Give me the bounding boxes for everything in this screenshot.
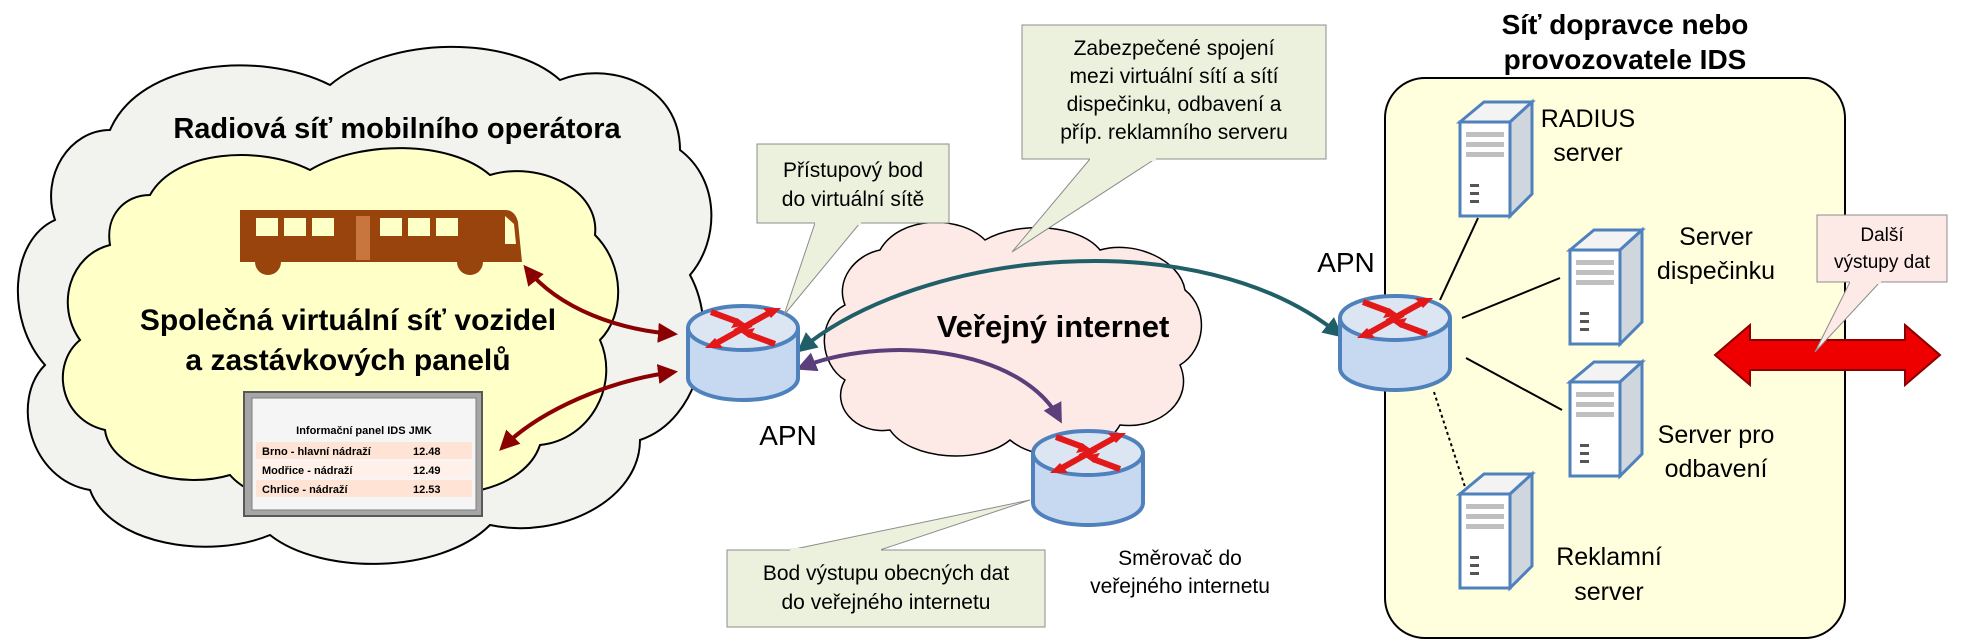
- router-internet-icon: [1033, 431, 1143, 525]
- link-dispatch: [1461, 277, 1561, 319]
- bus-router-arrow: [523, 264, 678, 343]
- more-outputs-callout-line2: výstupy dat: [1834, 252, 1931, 273]
- dispatch-server-icon: [1568, 228, 1644, 346]
- link-ticketing: [1465, 357, 1563, 411]
- secure-connection-callout-line2: mezi virtuální sítí a sítí: [1070, 65, 1279, 88]
- virtual-network-title-line2: a zastávkových panelů: [185, 344, 510, 377]
- virtual-network-title-line1: Společná virtuální síť vozidel: [140, 304, 556, 337]
- ticketing-server-label-line2: odbavení: [1665, 455, 1768, 483]
- carrier-network-title-line2: provozovatele IDS: [1504, 44, 1747, 75]
- secure-connection-callout-line1: Zabezpečené spojení: [1074, 37, 1275, 60]
- exit-point-callout: Bod výstupu obecných dat do veřejného in…: [726, 499, 1046, 628]
- radius-server-label-line1: RADIUS: [1541, 105, 1635, 133]
- internet-exit-arrow: [796, 348, 1062, 424]
- internet-title: Veřejný internet: [937, 309, 1170, 344]
- router-right-icon: [1340, 296, 1450, 390]
- secure-connection-arrow: [796, 259, 1344, 353]
- ticketing-server-label-line1: Server pro: [1658, 421, 1775, 449]
- secure-connection-callout-line3: dispečinku, odbavení a: [1067, 93, 1282, 116]
- radius-server-label-line2: server: [1553, 139, 1622, 167]
- link-advertising: [1433, 391, 1467, 491]
- secure-connection-callout-line4: příp. reklamního serveru: [1060, 121, 1288, 144]
- advertising-server-icon: [1458, 472, 1534, 590]
- bus-icon: [240, 210, 522, 275]
- more-outputs-callout: Další výstupy dat: [1814, 214, 1948, 353]
- info-panel-row-time: 12.48: [413, 446, 441, 458]
- dispatch-server-label-line1: Server: [1679, 223, 1753, 251]
- router-left-label: APN: [759, 420, 817, 451]
- info-panel-row-time: 12.49: [413, 465, 441, 477]
- info-panel-row-station: Modřice - nádraží: [262, 465, 353, 477]
- exit-point-callout-line1: Bod výstupu obecných dat: [763, 562, 1009, 585]
- radius-server-icon: [1458, 100, 1534, 218]
- secure-connection-callout: Zabezpečené spojení mezi virtuální sítí …: [1011, 24, 1327, 253]
- dispatch-server-label-line2: dispečinku: [1657, 257, 1775, 285]
- info-panel-row-time: 12.53: [413, 484, 441, 496]
- more-outputs-callout-line1: Další: [1860, 225, 1904, 246]
- router-internet-label-line1: Směrovač do: [1118, 547, 1242, 570]
- access-point-callout-line1: Přístupový bod: [783, 159, 923, 182]
- exit-point-callout-line2: do veřejného internetu: [782, 591, 991, 614]
- data-output-arrow: [1713, 322, 1942, 388]
- router-internet-label-line2: veřejného internetu: [1090, 575, 1270, 598]
- router-right-label: APN: [1317, 247, 1375, 278]
- advertising-server-label-line2: server: [1574, 578, 1643, 606]
- info-panel-row-station: Brno - hlavní nádraží: [262, 446, 372, 458]
- advertising-server-label-line1: Reklamní: [1556, 543, 1662, 571]
- access-point-callout-line2: do virtuální sítě: [782, 188, 924, 211]
- info-panel: Informační panel IDS JMK Brno - hlavní n…: [243, 391, 483, 517]
- mobile-network-title: Radiová síť mobilního operátora: [173, 113, 621, 145]
- carrier-network-title-line1: Síť dopravce nebo: [1502, 9, 1749, 40]
- router-left-icon: [688, 306, 798, 400]
- link-radius: [1439, 217, 1479, 301]
- access-point-callout: Přístupový bod do virtuální sítě: [756, 143, 950, 316]
- info-panel-title: Informační panel IDS JMK: [296, 425, 432, 437]
- info-panel-row-station: Chrlice - nádraží: [262, 484, 349, 496]
- panel-router-arrow: [499, 364, 678, 451]
- ticketing-server-icon: [1568, 360, 1644, 478]
